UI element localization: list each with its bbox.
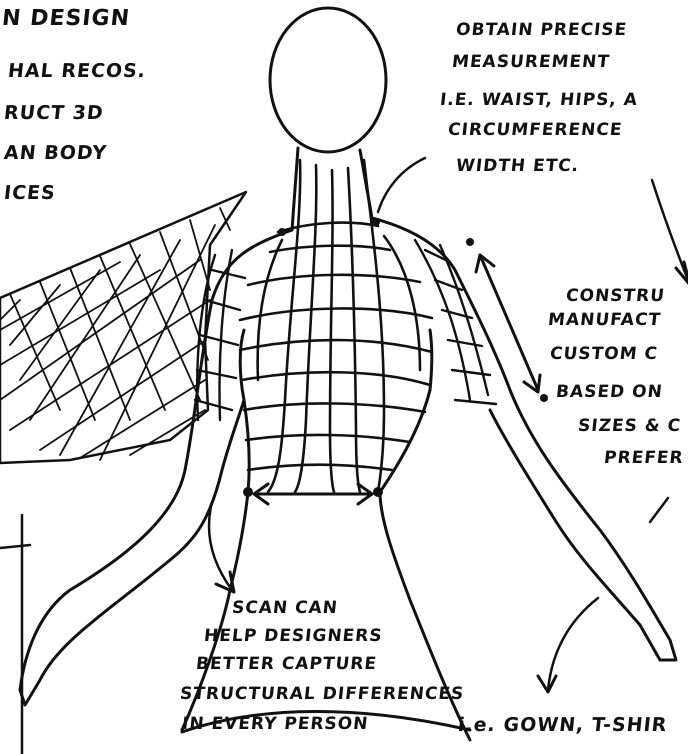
- right-note-line-3: CUSTOM C: [549, 346, 659, 363]
- bottom-note-line-5: IN EVERY PERSON: [181, 716, 369, 733]
- bottom-note-line-1: SCAN CAN: [231, 600, 339, 617]
- top-right-note-line-3: i.e. WAIST, HIPS, A: [439, 92, 639, 109]
- title-note: N DESIGN: [1, 8, 131, 30]
- right-note-line-6: PREFER: [603, 450, 684, 467]
- 3d-mesh-panel: [0, 192, 246, 463]
- right-note-line-2: MANUFACT: [547, 312, 662, 329]
- right-note-line-4: BASED ON: [555, 384, 663, 401]
- right-note-line-1: CONSTRU: [565, 288, 666, 305]
- bottom-note-line-4: STRUCTURAL DIFFERENCES: [179, 686, 465, 703]
- top-right-note-line-5: WIDTH etc.: [455, 158, 580, 175]
- right-note-line-5: SIZES & C: [577, 418, 682, 435]
- bottom-right-note: i.e. GOWN, T-SHIR: [457, 716, 668, 735]
- top-right-note-line-1: OBTAIN PRECISE: [455, 22, 628, 39]
- left-note-line-4: ICES: [3, 184, 57, 203]
- left-note-line-3: AN BODY: [3, 144, 108, 163]
- mannequin-head: [270, 8, 386, 152]
- bottom-note-line-3: BETTER CAPTURE: [195, 656, 378, 673]
- left-note-line-2: RUCT 3D: [3, 104, 105, 123]
- left-note-line-1: HAL RECOS.: [7, 62, 147, 81]
- top-right-note-line-4: CIRCUMFERENCE: [447, 122, 623, 139]
- bottom-note-line-2: HELP DESIGNERS: [203, 628, 383, 645]
- right-arm-outline: [372, 218, 676, 660]
- top-right-note-line-2: MEASUREMENT: [451, 54, 611, 71]
